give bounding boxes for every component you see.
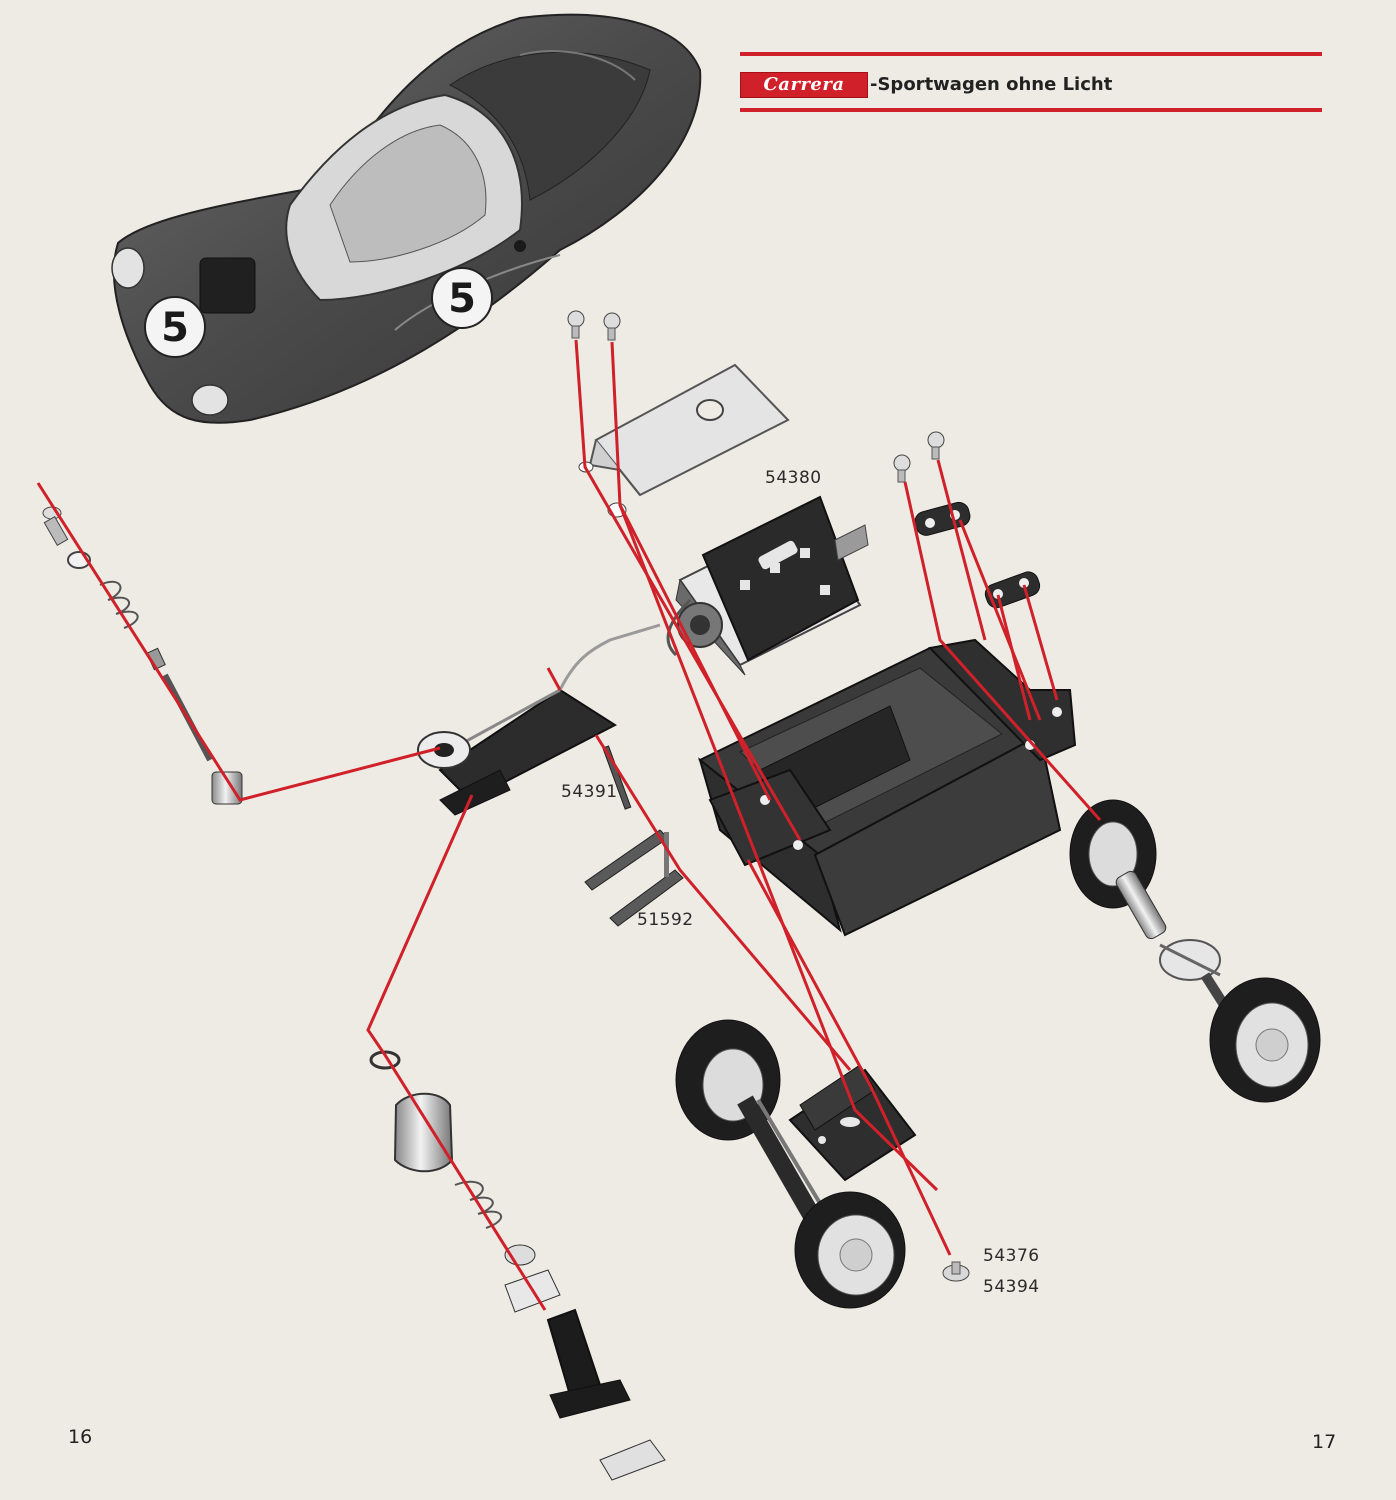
car-number-side: 5 (448, 276, 476, 322)
page-header: Carrera -Sportwagen ohne Licht (740, 52, 1322, 114)
header-rule-bottom (740, 108, 1322, 112)
front-axle (675, 1019, 917, 1309)
page-number-right: 17 (1312, 1431, 1337, 1453)
label-screw-a: 54376 (983, 1246, 1040, 1266)
guide-pin (602, 745, 632, 810)
mount-screw (942, 1261, 970, 1282)
chassis-screws (893, 431, 945, 483)
label-contact-brushes: 51592 (637, 910, 694, 930)
washer-plates (914, 501, 1041, 609)
header-rule-top (740, 52, 1322, 56)
chassis-frame (698, 638, 1077, 937)
bracket-screws (567, 310, 621, 341)
assembly-lines (36, 339, 1102, 1311)
carrera-logo: Carrera (740, 72, 868, 98)
label-screw-b: 54394 (983, 1277, 1040, 1297)
car-body: 5 5 (111, 13, 702, 424)
car-number-front: 5 (161, 305, 189, 351)
page-title: -Sportwagen ohne Licht (870, 74, 1113, 95)
motor (666, 495, 869, 676)
motor-bracket (578, 363, 790, 518)
rear-axle (1069, 799, 1321, 1103)
contact-brushes (584, 829, 684, 927)
guide-arm (417, 623, 661, 816)
label-motor: 54380 (765, 468, 822, 488)
label-guide-pin: 54391 (561, 782, 618, 802)
left-spring-assembly (42, 506, 243, 805)
brand-name: Carrera (763, 74, 845, 95)
page-number-left: 16 (68, 1426, 93, 1448)
